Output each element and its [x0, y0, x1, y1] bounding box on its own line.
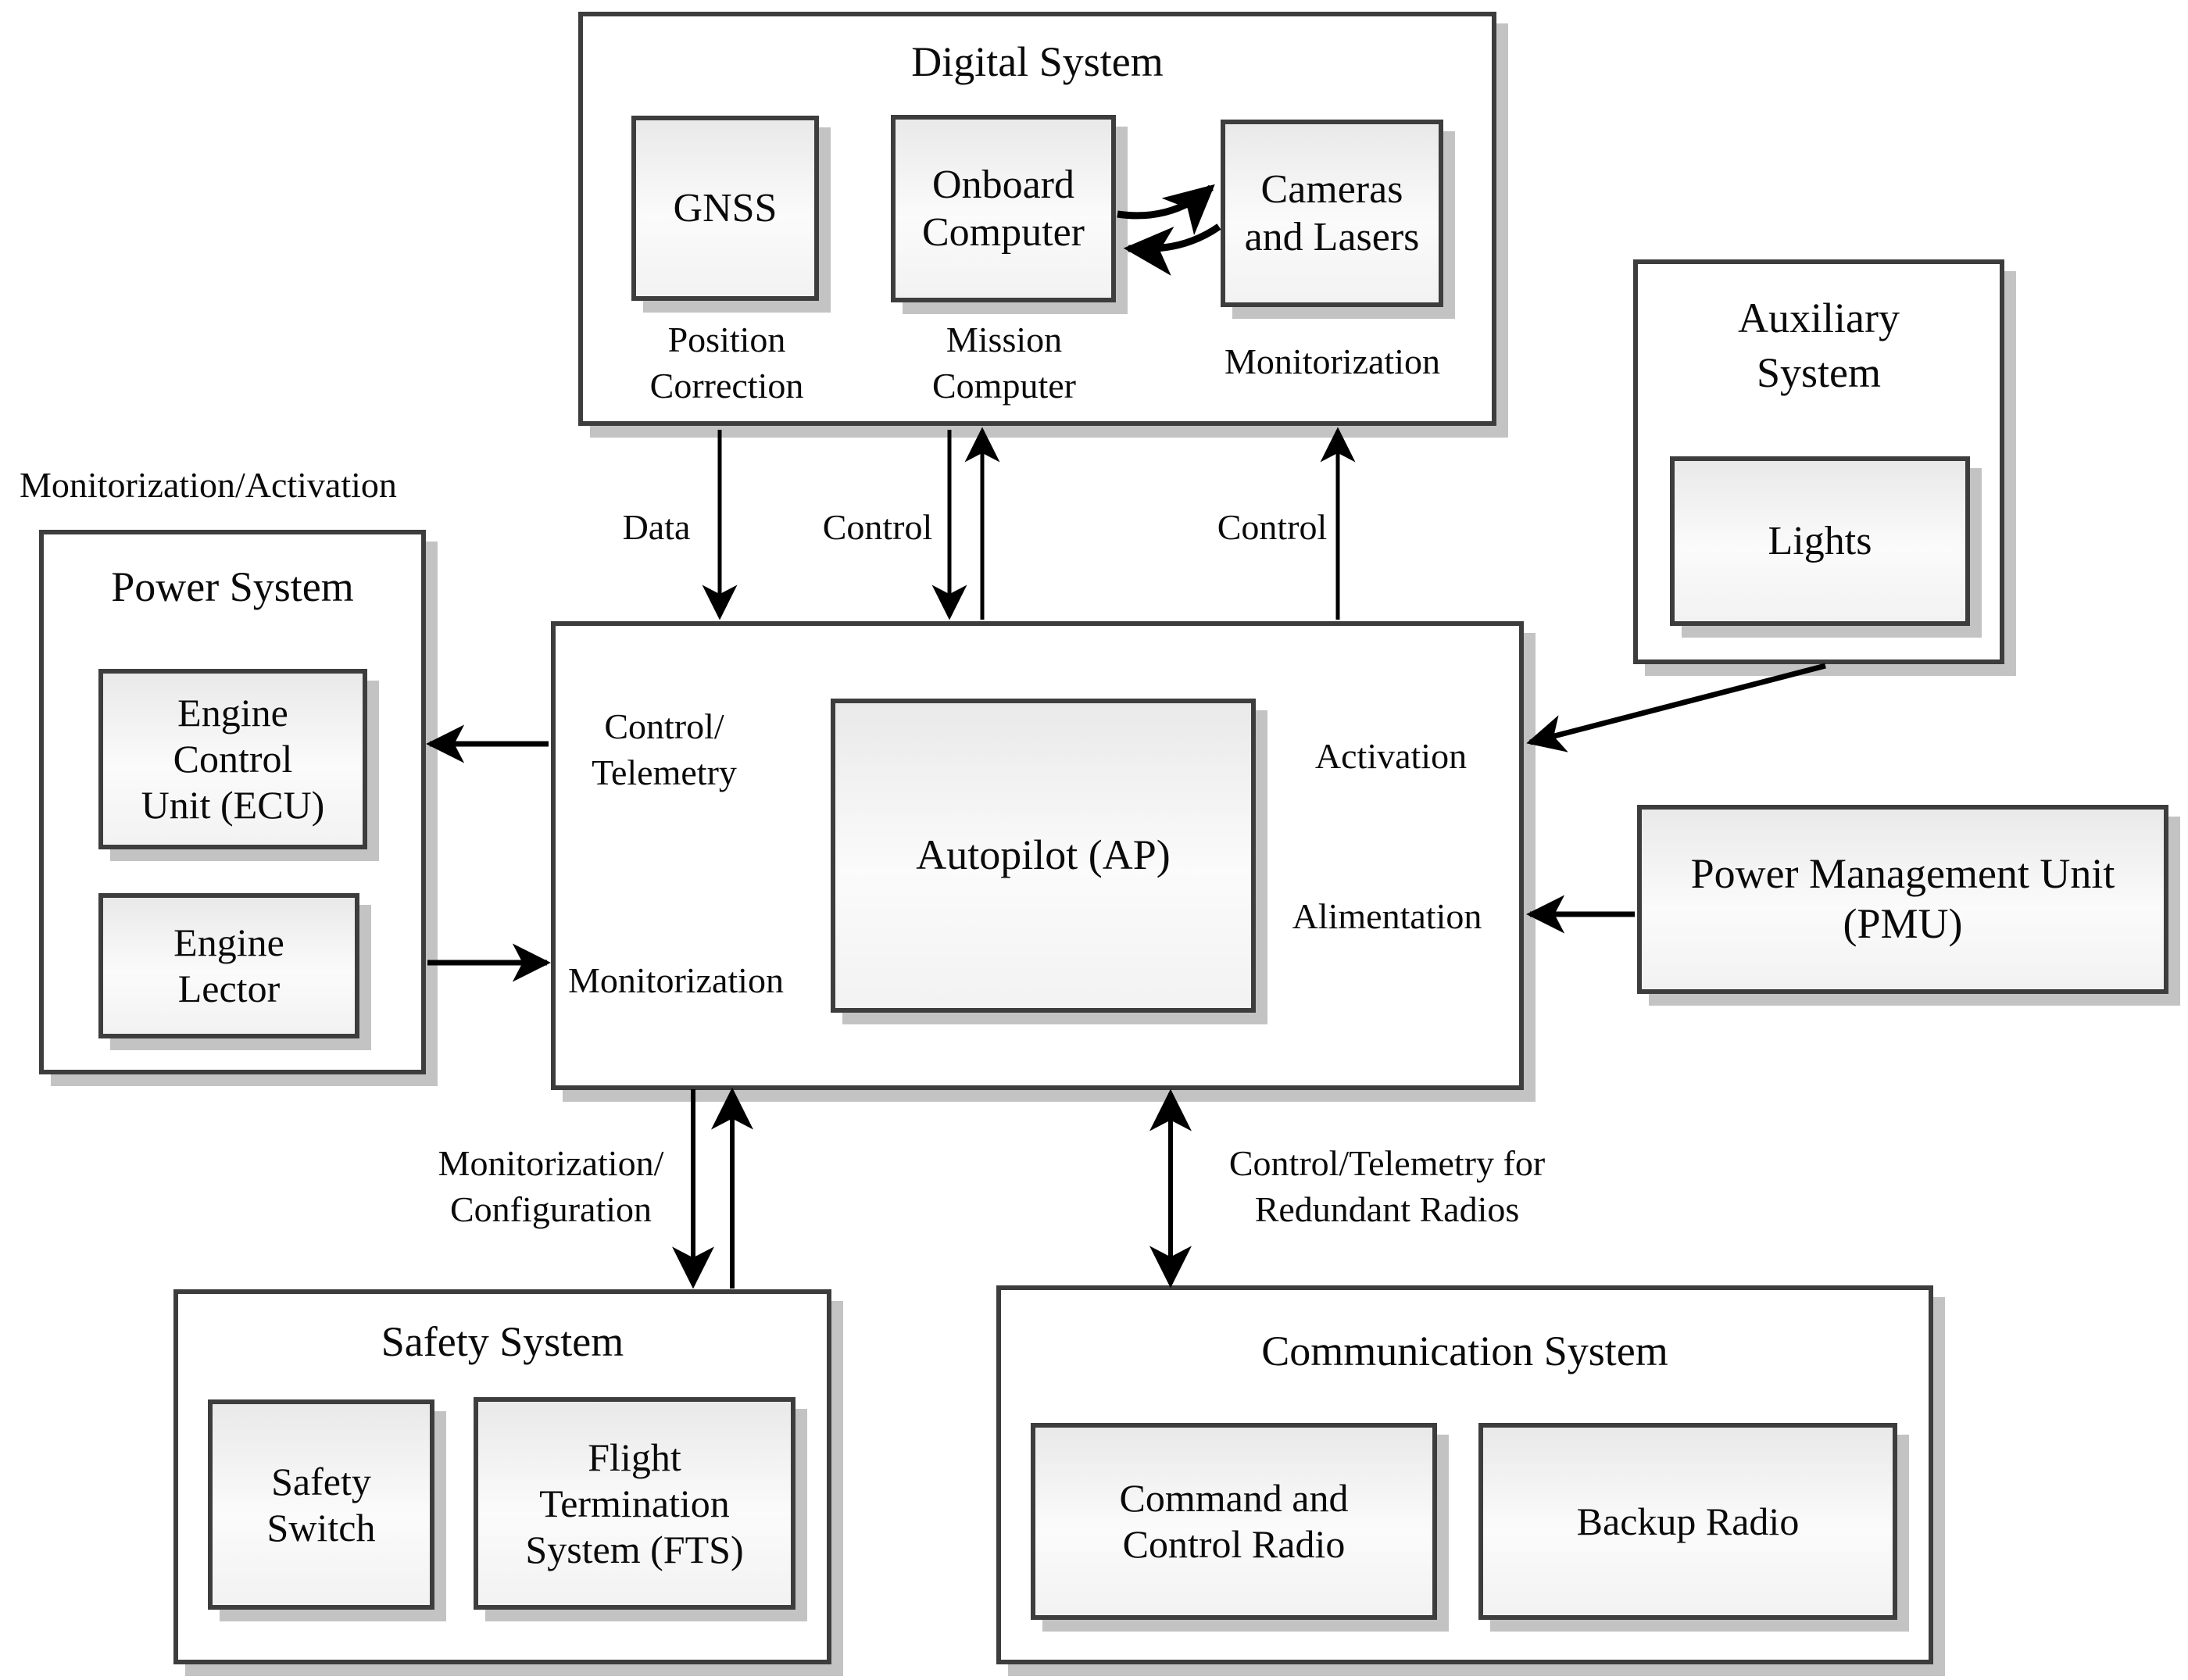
control-telemetry-label: Control/ Telemetry: [592, 706, 737, 792]
safety-system-title: Safety System: [381, 1318, 624, 1365]
digital-system-title: Digital System: [911, 38, 1164, 85]
alimentation-label: Alimentation: [1292, 896, 1482, 936]
onboard-computer-caption: Mission Computer: [932, 320, 1076, 406]
backup-radio-box: Backup Radio: [1478, 1423, 1897, 1620]
ecu-box: Engine Control Unit (ECU): [98, 669, 367, 849]
data-arrow-label: Data: [622, 507, 691, 547]
safety-switch-box: Safety Switch: [208, 1399, 434, 1610]
communication-system-title: Communication System: [1261, 1328, 1668, 1374]
arrow-auxiliary-activation: [1526, 663, 1826, 752]
activation-label: Activation: [1314, 736, 1468, 776]
cameras-lasers-caption: Monitorization: [1224, 341, 1440, 381]
comm-caption: Control/Telemetry for Redundant Radios: [1228, 1143, 1546, 1229]
cameras-lasers-box: Cameras and Lasers: [1221, 120, 1443, 307]
safety-caption: Monitorization/ Configuration: [438, 1143, 664, 1229]
onboard-computer-box: Onboard Computer: [891, 115, 1116, 302]
control-left-arrow-label: Control: [822, 507, 933, 547]
engine-lector-box: Engine Lector: [98, 893, 359, 1038]
auxiliary-system-title: Auxiliary System: [1738, 295, 1900, 397]
lights-box: Lights: [1670, 456, 1970, 626]
control-right-arrow-label: Control: [1217, 507, 1328, 547]
power-system-title: Power System: [111, 563, 354, 610]
autopilot-box: Autopilot (AP): [831, 699, 1256, 1013]
ap-monitorization-label: Monitorization: [568, 960, 784, 1000]
gnss-caption: Position Correction: [649, 320, 804, 406]
pmu-box: Power Management Unit (PMU): [1637, 805, 2168, 994]
command-control-radio-box: Command and Control Radio: [1031, 1423, 1437, 1620]
gnss-box: GNSS: [631, 116, 819, 301]
power-system-caption: Monitorization/Activation: [20, 465, 397, 505]
fts-box: Flight Termination System (FTS): [474, 1397, 795, 1610]
